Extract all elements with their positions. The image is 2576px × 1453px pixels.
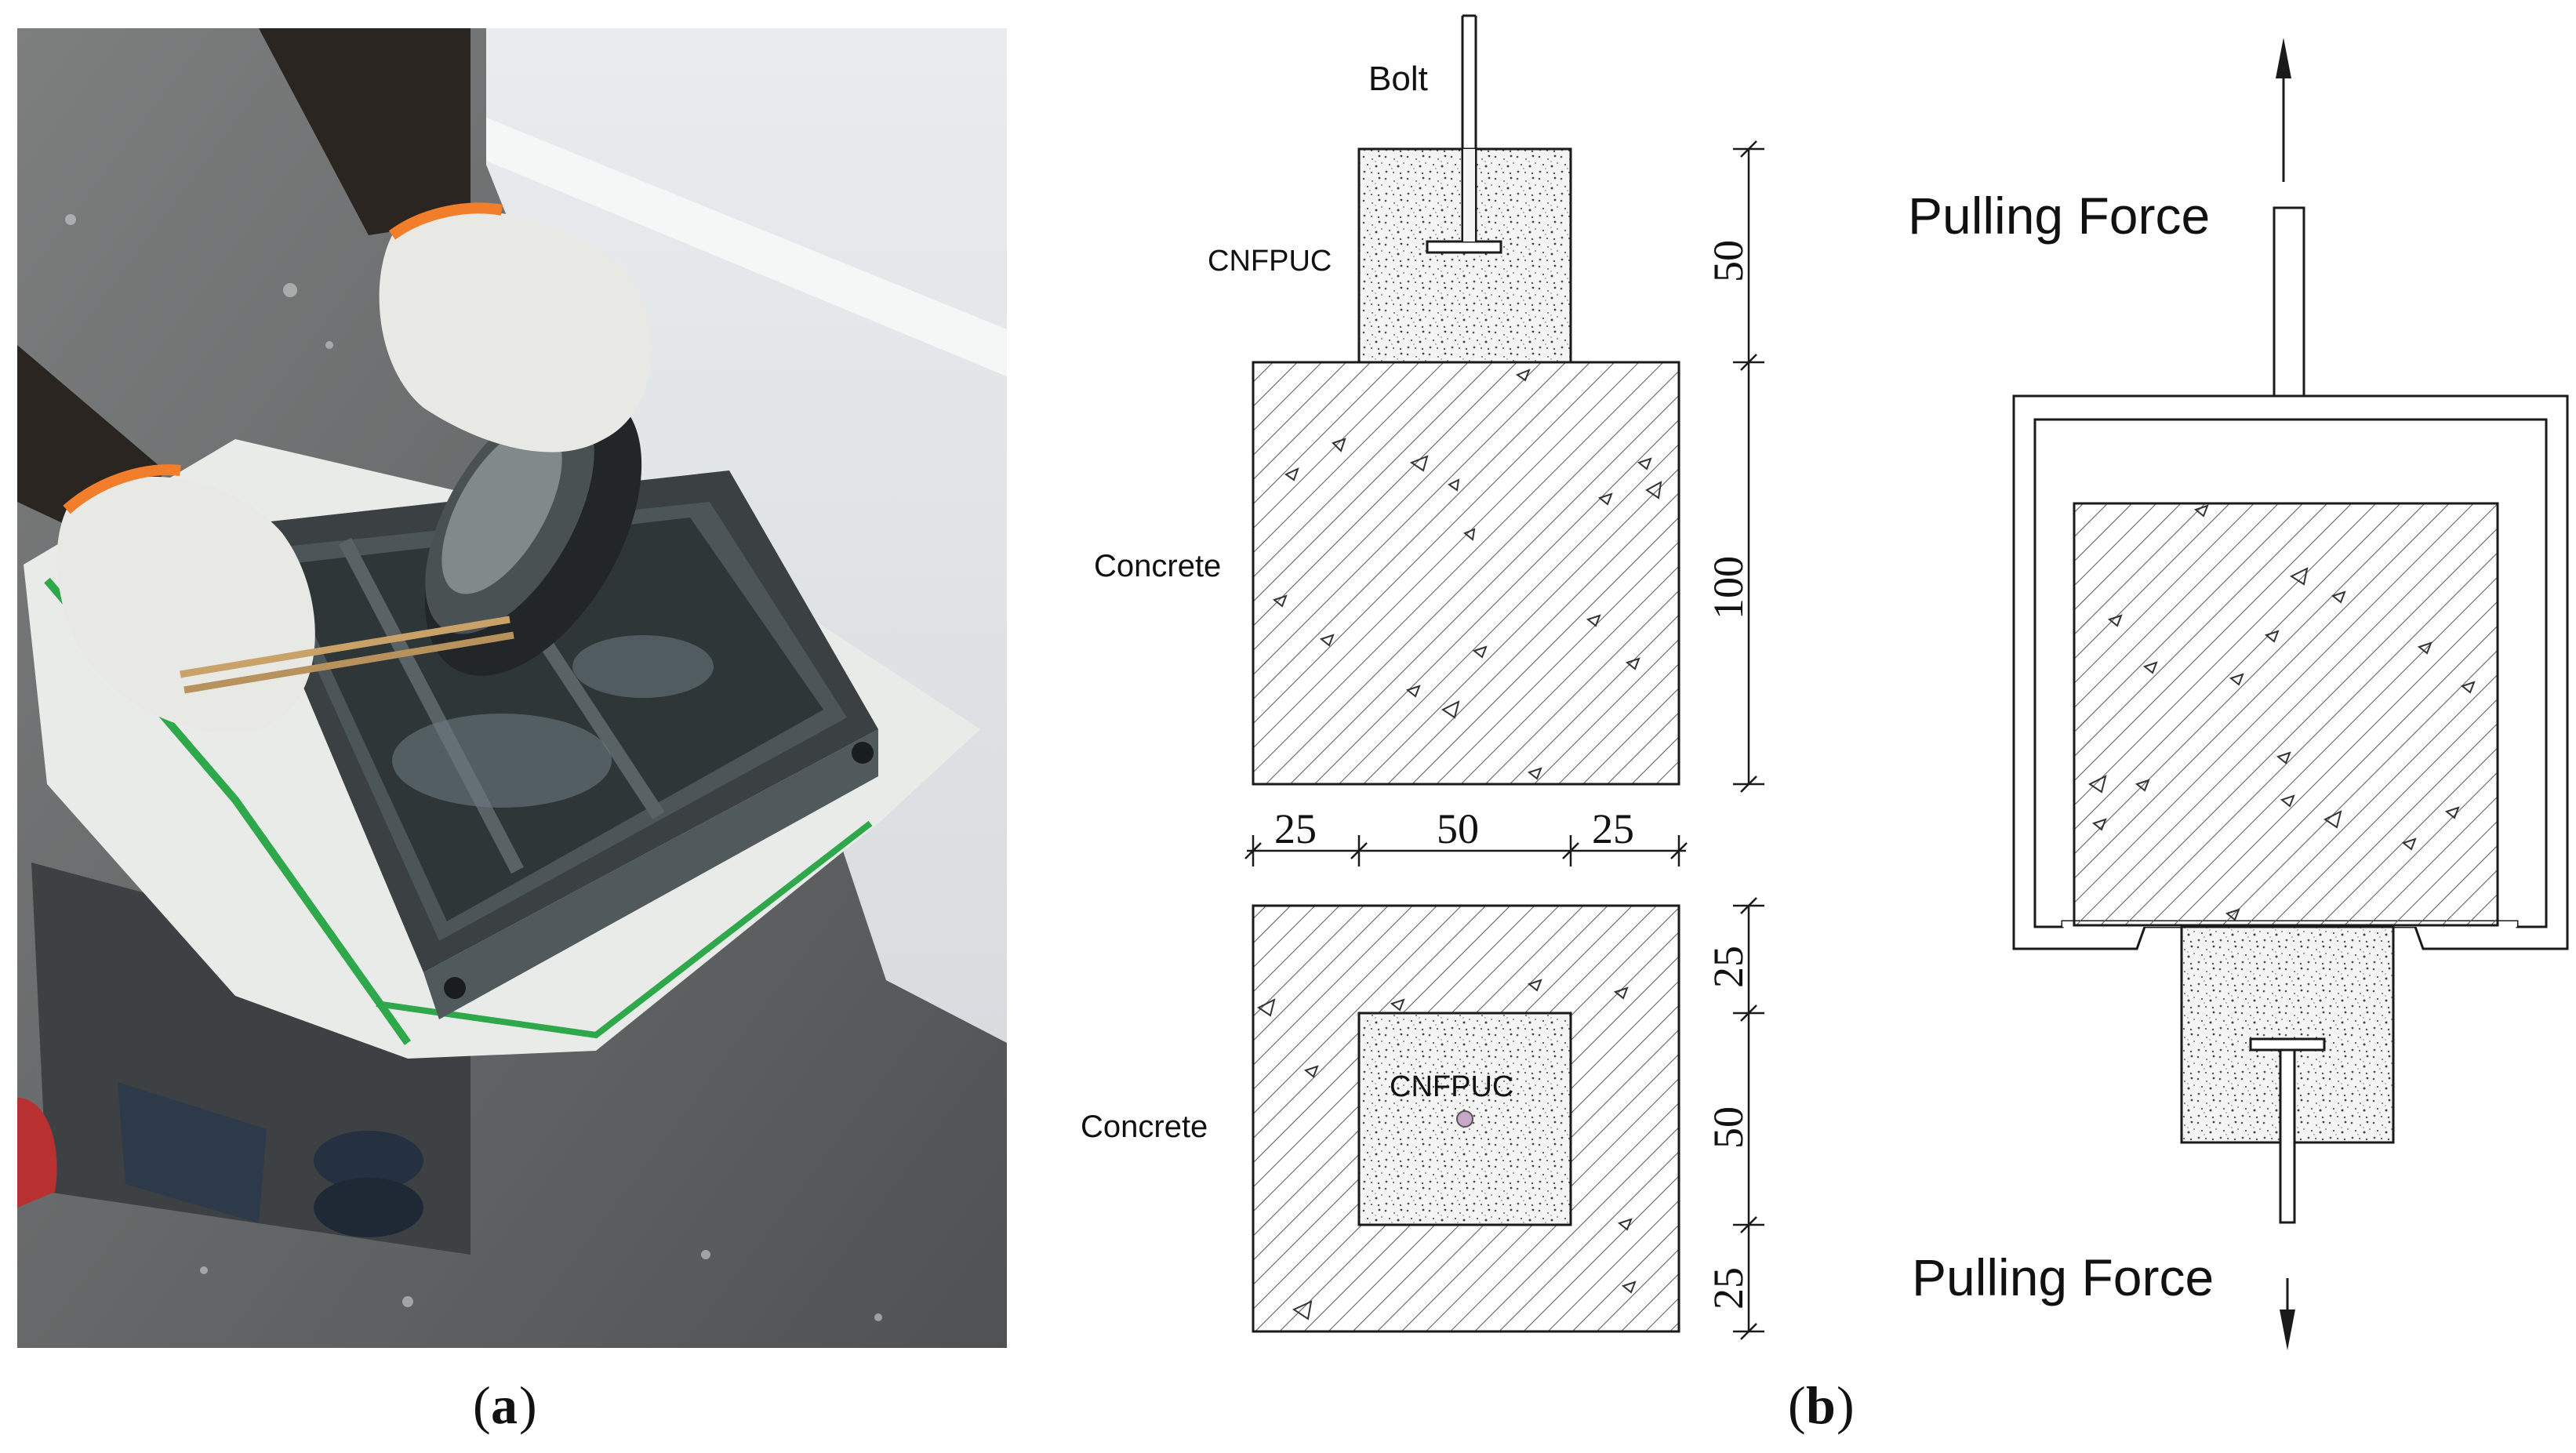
up-arrow-icon xyxy=(2276,38,2291,78)
caption-a-close: ) xyxy=(519,1375,537,1435)
setup-bolt xyxy=(2279,1048,2296,1224)
caption-b-letter: b xyxy=(1806,1375,1836,1435)
dim-50-label: 50 xyxy=(1705,240,1752,282)
section-cnfpuc-label: CNFPUC xyxy=(1208,245,1332,278)
caption-a-open: ( xyxy=(473,1375,491,1435)
dim-mid-50-label: 50 xyxy=(1437,805,1479,852)
casting-photo xyxy=(17,28,1007,1348)
dim-100-label: 100 xyxy=(1705,556,1752,619)
plan-dim-bottom-25-label: 25 xyxy=(1705,1267,1752,1310)
specimen-section xyxy=(1244,14,1764,866)
dim-right-25-label: 25 xyxy=(1592,805,1634,852)
bolt-label: Bolt xyxy=(1368,60,1428,98)
pulling-force-top-label: Pulling Force xyxy=(1908,187,2210,245)
specimen-plan xyxy=(1252,897,1764,1340)
bolt-head xyxy=(1426,240,1502,254)
section-concrete-label: Concrete xyxy=(1094,549,1221,583)
plan-dim-mid-50-label: 50 xyxy=(1705,1106,1752,1149)
setup-bolt-head xyxy=(2249,1037,2326,1052)
dim-left-25-label: 25 xyxy=(1274,805,1317,852)
plan-cnfpuc-label: CNFPUC xyxy=(1390,1070,1513,1103)
caption-a-letter: a xyxy=(491,1375,518,1435)
down-arrow-icon xyxy=(2280,1310,2295,1350)
caption-b-close: ) xyxy=(1837,1375,1855,1435)
aggregate-marks xyxy=(1272,369,1662,780)
caption-b-open: ( xyxy=(1788,1375,1806,1435)
plan-concrete-label: Concrete xyxy=(1081,1110,1208,1144)
shoe xyxy=(17,1098,57,1208)
bolt-center-dot xyxy=(1456,1110,1473,1128)
pulling-force-bottom-label: Pulling Force xyxy=(1912,1248,2214,1306)
setup-concrete xyxy=(2073,502,2499,927)
pullout-setup xyxy=(2012,38,2569,1350)
gloved-hand-left xyxy=(17,345,514,733)
plan-dim-top-25-label: 25 xyxy=(1705,946,1752,988)
wall-trim xyxy=(486,118,1007,376)
mixing-bowl xyxy=(424,390,642,676)
gloved-hand-right xyxy=(259,28,652,452)
caption-a: ( a ) xyxy=(473,1375,537,1435)
caption-b: ( b ) xyxy=(1788,1375,1855,1435)
pull-rod xyxy=(2273,206,2305,398)
concrete-block xyxy=(1252,361,1680,786)
